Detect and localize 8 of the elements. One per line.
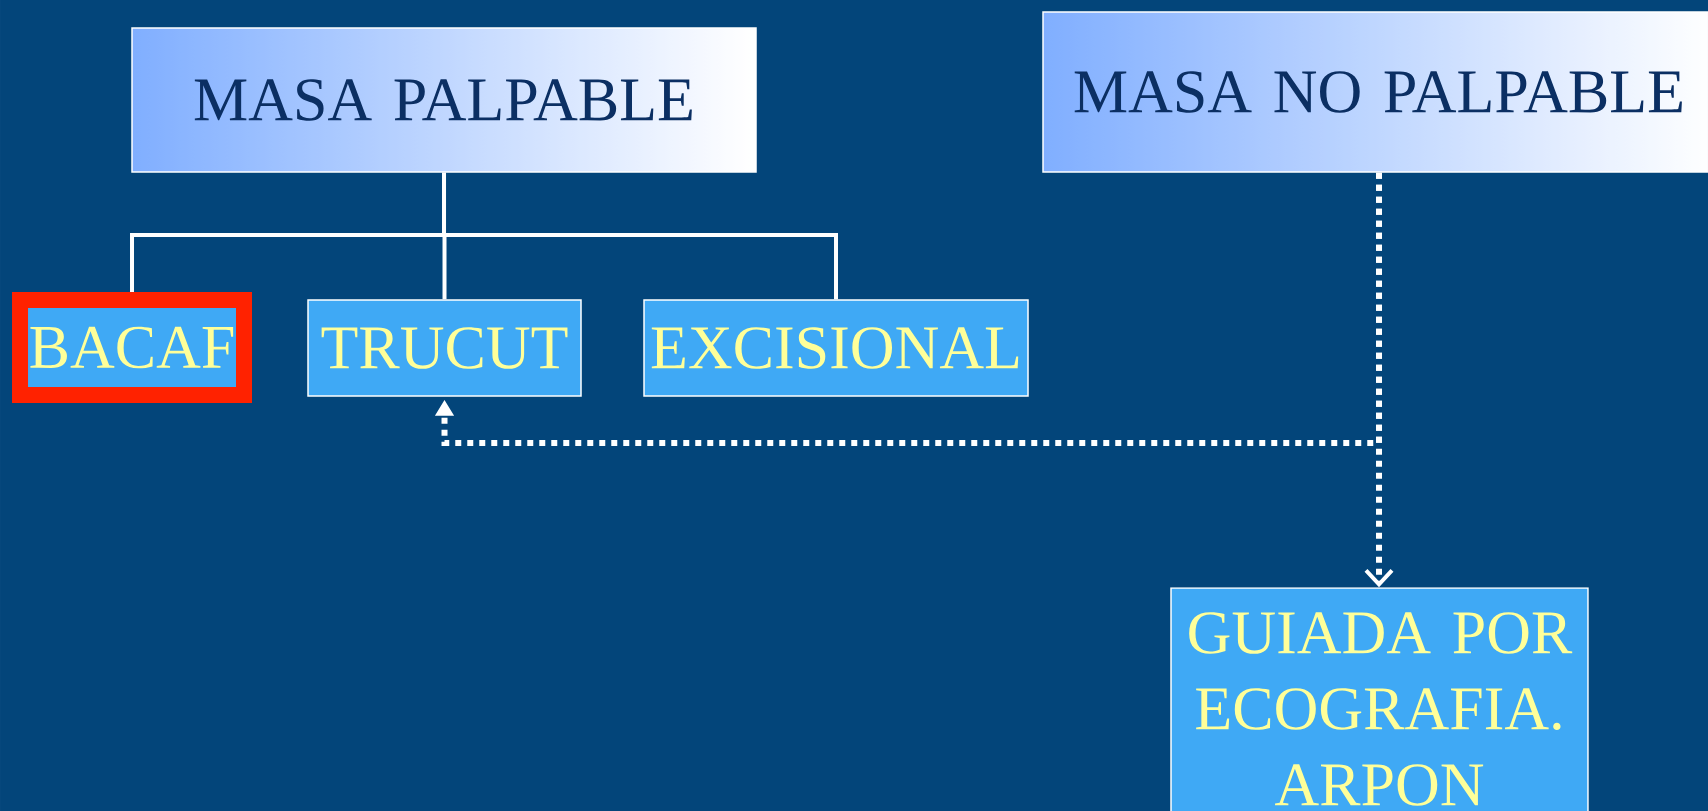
highlighted-box: BACAF (12, 292, 252, 403)
method-box: TRUCUT (307, 299, 582, 397)
method-box: GUIADA POR ECOGRAFIA. ARPON (1170, 587, 1589, 811)
connector-line (434, 172, 1382, 446)
connector-line (442, 172, 838, 300)
method-box: EXCISIONAL (643, 299, 1029, 397)
title-box: MASA PALPABLE (131, 27, 757, 173)
title-box: MASA NO PALPABLE (1042, 11, 1708, 173)
